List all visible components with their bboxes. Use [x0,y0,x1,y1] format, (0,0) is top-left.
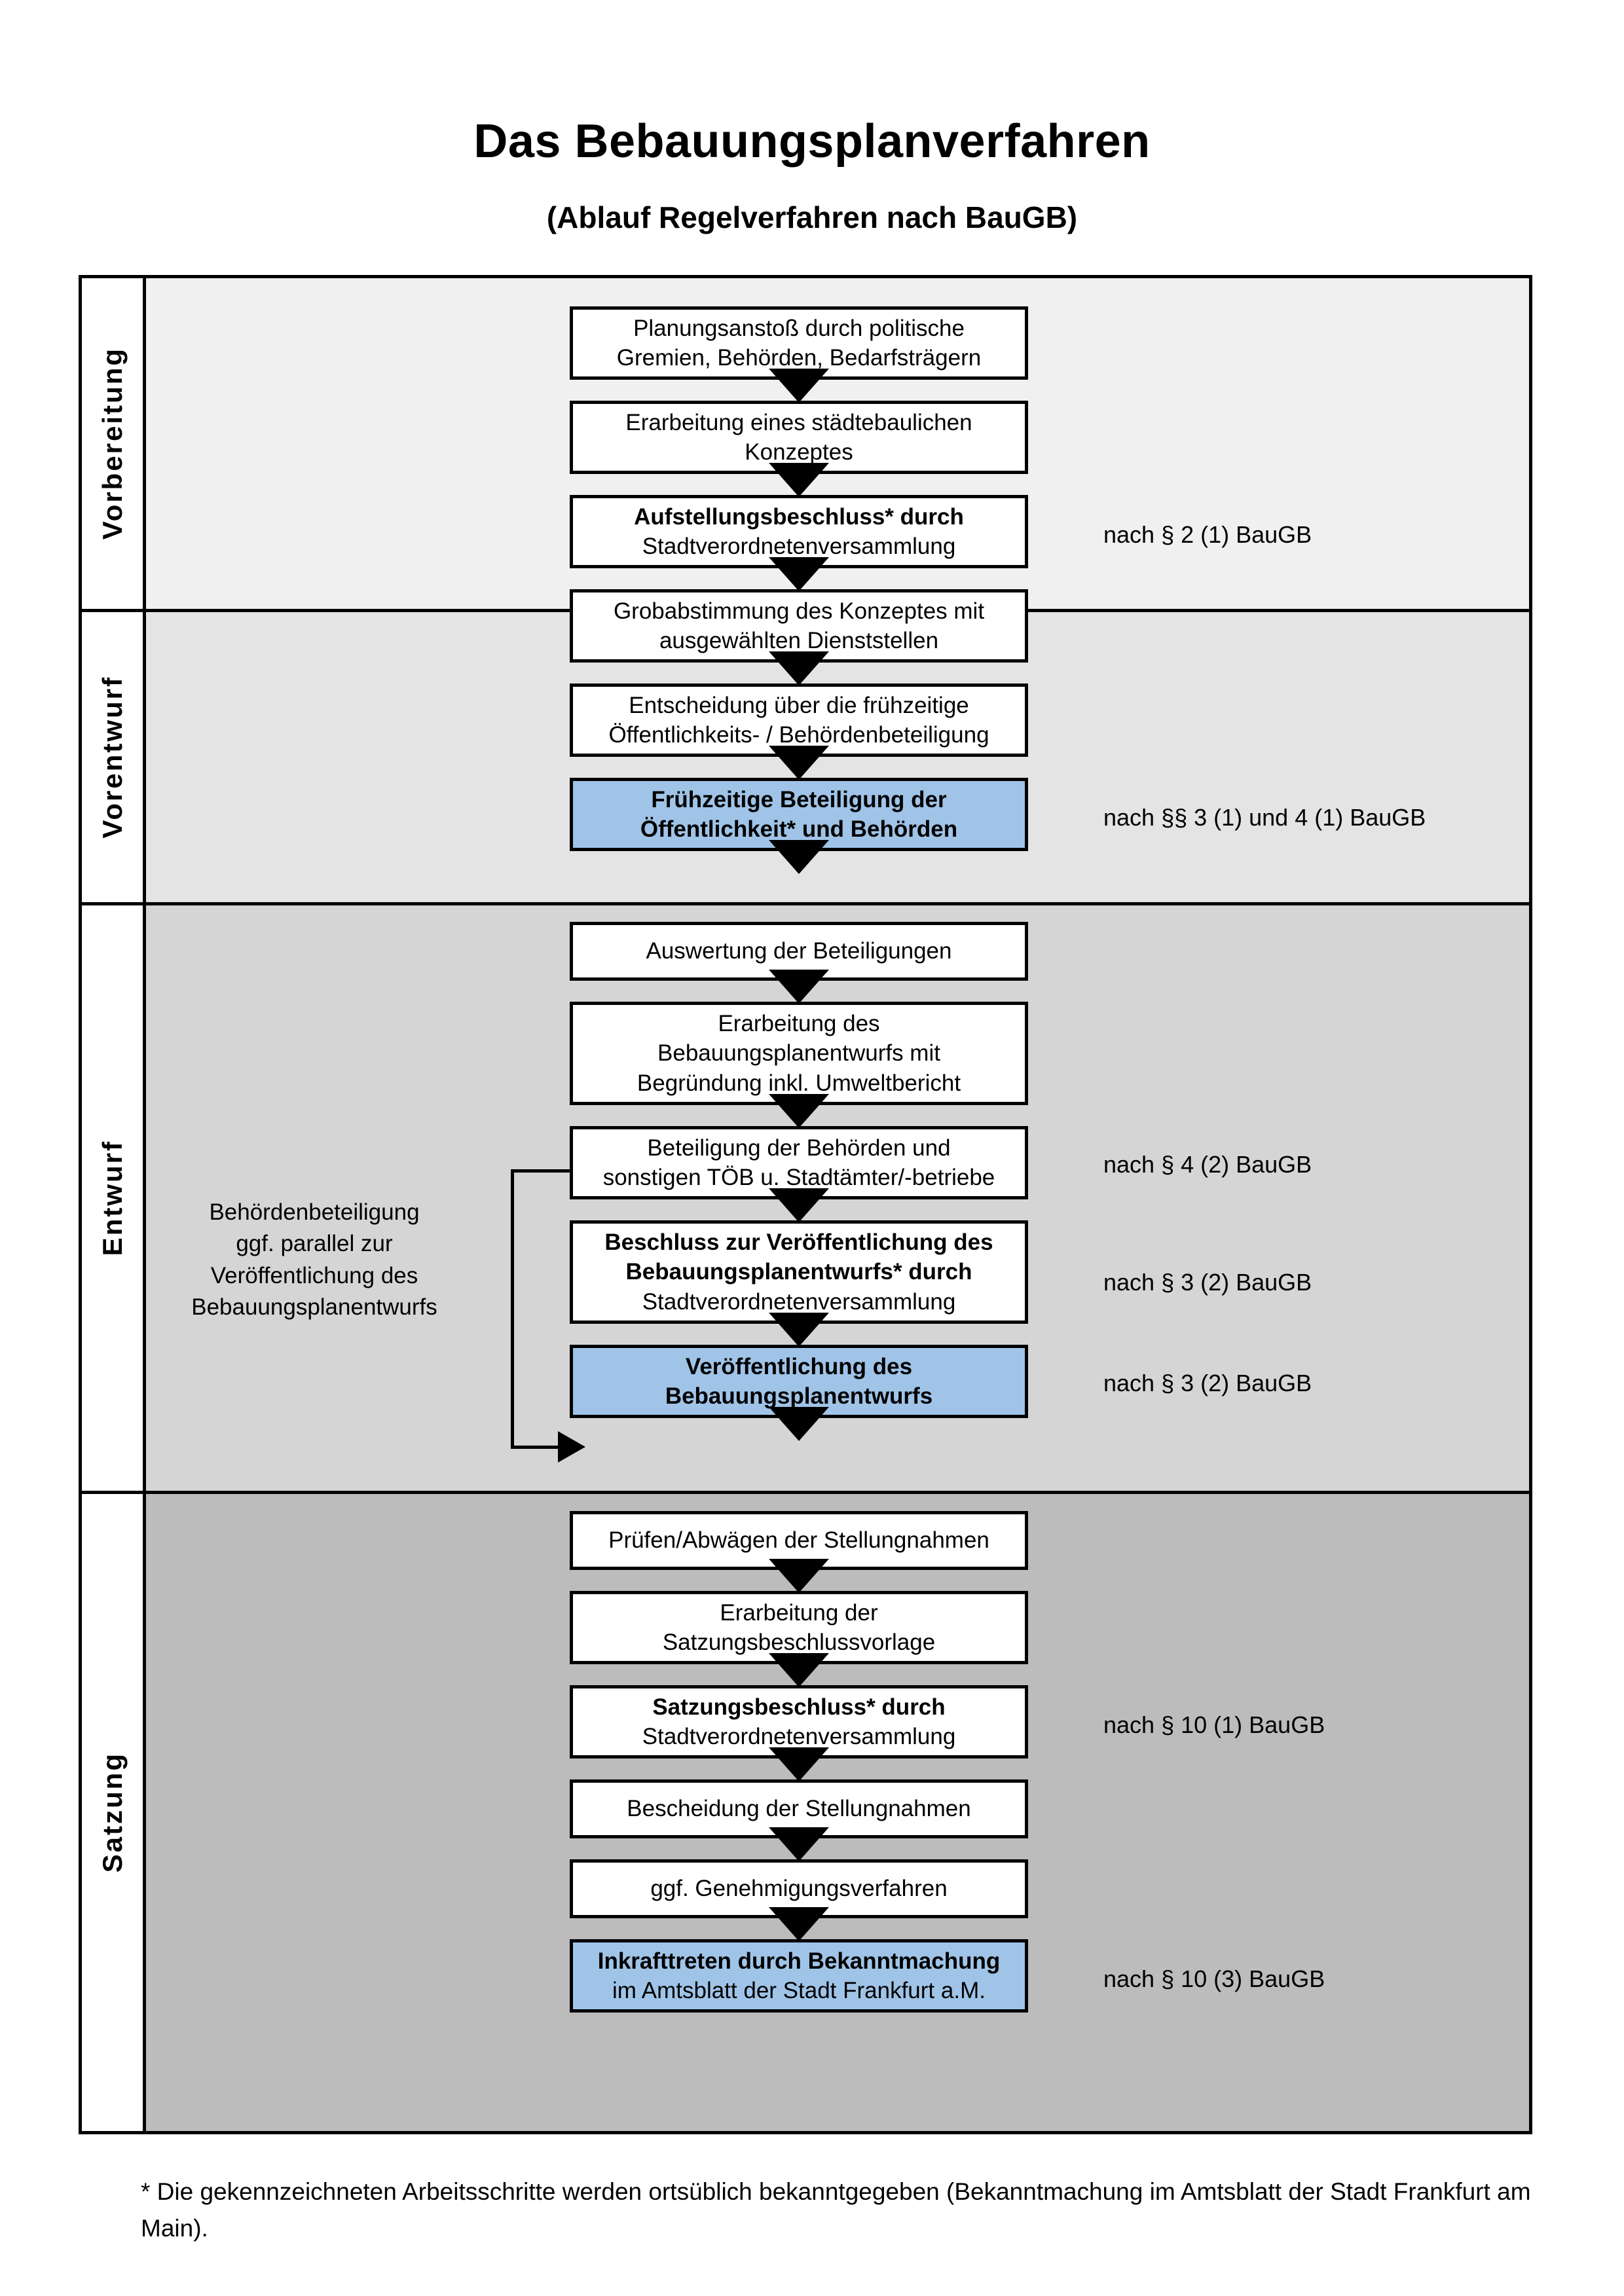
flow-arrow-11 [769,1407,829,1441]
legal-ref-5: nach § 3 (2) BauGB [1103,1370,1312,1396]
step-box-13: Erarbeitung der Satzungsbeschlussvorlage [570,1591,1028,1664]
step-6-line-1: Frühzeitige Beteiligung der [651,786,947,812]
step-5-line-2: Öffentlichkeits- / Behördenbeteiligung [608,722,989,748]
step-9-line-1: Beteiligung der Behörden und [647,1135,951,1161]
step-10-line-1: Beschluss zur Veröffentlichung des [604,1229,993,1255]
step-13-line-2: Satzungsbeschlussvorlage [662,1630,936,1655]
step-box-12: Prüfen/Abwägen der Stellungnahmen [570,1511,1028,1570]
flow-arrow-3 [769,557,829,591]
step-7-line-1: Auswertung der Beteiligungen [646,938,952,964]
side-note-line-2: ggf. parallel zur [236,1231,393,1257]
flow-arrow-15 [769,1827,829,1861]
step-box-9: Beteiligung der Behörden und sonstigen T… [570,1126,1028,1199]
flow-arrow-1 [769,369,829,403]
step-4-line-1: Grobabstimmung des Konzeptes mit [613,598,985,624]
step-8-line-2: Bebauungsplanentwurfs mit [657,1040,940,1066]
step-12-line-1: Prüfen/Abwägen der Stellungnahmen [608,1527,989,1554]
step-15-line-1: Bescheidung der Stellungnahmen [627,1796,971,1822]
legal-ref-1: nach § 2 (1) BauGB [1103,521,1312,548]
step-box-5: Entscheidung über die frühzeitige Öffent… [570,683,1028,757]
step-10-line-2: Bebauungsplanentwurfs* durch [625,1259,972,1285]
step-box-3: Aufstellungsbeschluss* durch Stadtverord… [570,495,1028,568]
flow-arrow-16 [769,1907,829,1941]
branch-line-top [511,1169,570,1173]
band-label-satzung: Satzung [82,1494,146,2131]
step-1-line-2: Gremien, Behörden, Bedarfsträgern [616,345,982,371]
band-label-text-entwurf: Entwurf [96,1140,128,1256]
legal-ref-7: nach § 10 (3) BauGB [1103,1965,1325,1992]
step-3-line-2: Stadtverordnetenversammlung [642,534,956,559]
legal-ref-3: nach § 4 (2) BauGB [1103,1151,1312,1178]
step-8-line-1: Erarbeitung des [718,1010,880,1036]
page-title: Das Bebauungsplanverfahren [473,115,1151,168]
legal-ref-6: nach § 10 (1) BauGB [1103,1711,1325,1738]
flow-arrow-5 [769,746,829,780]
flow-arrow-2 [769,463,829,497]
legal-ref-4: nach § 3 (2) BauGB [1103,1269,1312,1296]
flow-arrow-7 [769,970,829,1004]
step-17-line-2: im Amtsblatt der Stadt Frankfurt a.M. [612,1978,986,2003]
step-13-line-1: Erarbeitung der [720,1599,878,1626]
step-16-line-1: ggf. Genehmigungsverfahren [650,1876,948,1902]
page-subtitle: (Ablauf Regelverfahren nach BauGB) [546,200,1078,234]
step-2-line-2: Konzeptes [745,439,853,465]
flow-arrow-12 [769,1559,829,1593]
band-label-text-satzung: Satzung [96,1752,128,1873]
flow-arrow-9 [769,1188,829,1222]
side-note-behoerdenbeteiligung: Behördenbeteiligung ggf. parallel zur Ve… [174,1197,455,1323]
step-8-line-3: Begründung inkl. Umweltbericht [637,1070,961,1096]
step-box-10: Beschluss zur Veröffentlichung des Bebau… [570,1220,1028,1324]
footnote-text: * Die gekennzeichneten Arbeitsschritte w… [141,2178,1531,2242]
step-box-17-highlight: Inkrafttreten durch Bekanntmachung im Am… [570,1939,1028,2013]
branch-line-bottom [511,1446,562,1449]
step-14-line-1: Satzungsbeschluss* durch [652,1694,946,1720]
step-11-line-1: Veröffentlichung des [685,1353,913,1379]
step-box-11-highlight: Veröffentlichung des Bebauungsplanentwur… [570,1345,1028,1418]
flow-arrow-4 [769,651,829,685]
side-note-line-3: Veröffentlichung des [210,1262,418,1288]
band-label-text-vorentwurf: Vorentwurf [96,676,128,839]
flow-arrow-8 [769,1094,829,1128]
side-note-line-1: Behördenbeteiligung [209,1199,420,1225]
branch-line-vertical [511,1169,514,1449]
step-17-line-1-bold: Inkrafttreten durch Bekanntmachung [597,1948,1001,1974]
band-label-text-vorbereitung: Vorbereitung [96,347,128,540]
flowchart-frame: Vorbereitung Vorentwurf Entwurf Satzung [79,275,1532,2134]
band-label-vorbereitung: Vorbereitung [82,278,146,609]
side-note-line-4: Bebauungsplanentwurfs [191,1294,437,1320]
step-6-line-2: Öffentlichkeit* und Behörden [640,816,958,842]
flow-arrow-14 [769,1747,829,1781]
step-9-line-2: sonstigen TÖB u. Stadtämter/-betriebe [602,1165,995,1190]
band-label-vorentwurf: Vorentwurf [82,612,146,902]
step-11-line-2: Bebauungsplanentwurfs [665,1383,933,1409]
step-box-8: Erarbeitung des Bebauungsplanentwurfs mi… [570,1002,1028,1105]
band-label-entwurf: Entwurf [82,905,146,1491]
step-10-line-3: Stadtverordnetenversammlung [642,1288,956,1315]
step-2-line-1: Erarbeitung eines städtebaulichen [625,409,972,435]
step-14-line-2: Stadtverordnetenversammlung [642,1724,956,1749]
flow-arrow-10 [769,1313,829,1347]
legal-ref-2: nach §§ 3 (1) und 4 (1) BauGB [1103,804,1426,831]
step-5-line-1: Entscheidung über die frühzeitige [629,692,969,718]
step-3-line-1: Aufstellungsbeschluss* durch [634,503,964,530]
step-box-2: Erarbeitung eines städtebaulichen Konzep… [570,401,1028,474]
step-4-line-2: ausgewählten Dienststellen [659,628,939,653]
flow-arrow-6 [769,840,829,874]
flow-arrow-13 [769,1653,829,1687]
step-1-line-1: Planungsanstoß durch politische [633,315,965,341]
branch-arrowhead-icon [558,1431,585,1463]
